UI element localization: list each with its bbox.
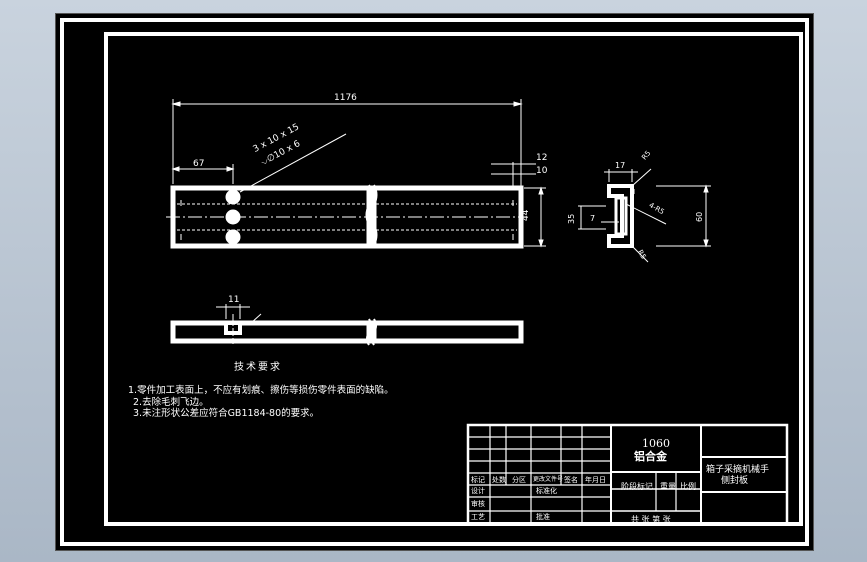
part-name-line1: 箱子采摘机械手 [706,465,770,475]
label-weight: 重量 [660,482,676,491]
dim-section-left: 35 [567,213,576,224]
label-change-doc: 更改文件号 [533,476,564,483]
label-approve: 批准 [536,513,550,521]
label-process: 工艺 [471,513,485,521]
cad-viewport[interactable]: 1176 67 3 x 10 x 15 ⌵∅10 x 6 12 10 44 11… [55,13,814,551]
dim-right-b: 10 [536,166,548,176]
label-check: 审核 [471,500,485,508]
dim-height: 44 [521,209,531,221]
label-standardize: 标准化 [536,487,557,495]
label-date: 年月日 [585,476,606,484]
dim-overall-length: 1176 [334,93,357,103]
outer-border [60,18,809,546]
drawing-canvas [60,18,809,546]
section-view [578,168,711,263]
top-view [170,304,524,346]
tech-req-item-3: 3.未注形状公差应符合GB1184-80的要求。 [133,408,320,419]
title-block [466,423,789,526]
dim-section-inner: 7 [590,214,596,223]
label-count: 处数 [492,476,506,484]
label-scale: 比例 [680,482,696,491]
label-mark: 标记 [471,476,485,484]
material-code: 1060 [642,437,670,450]
label-design: 设计 [471,487,485,495]
tech-req-item-2: 2.去除毛刺飞边。 [133,397,209,408]
label-sheets: 共 张 第 张 [631,515,671,524]
dim-section-right: 60 [695,211,704,222]
dim-right-a: 12 [536,153,548,163]
part-name-line2: 侧封板 [721,476,749,486]
label-zone: 分区 [512,476,526,484]
label-sign: 签名 [564,476,578,484]
dim-slot-width: 11 [228,295,240,305]
tech-req-title: 技术要求 [234,362,282,373]
label-stage-mark: 阶段标记 [621,482,653,491]
inner-border [104,32,803,526]
front-view [166,99,546,249]
material-name: 铝合金 [634,450,667,463]
dim-left-offset: 67 [193,159,205,169]
dim-section-top: 17 [615,161,626,170]
tech-req-item-1: 1.零件加工表面上，不应有划痕、擦伤等损伤零件表面的缺陷。 [128,385,394,396]
